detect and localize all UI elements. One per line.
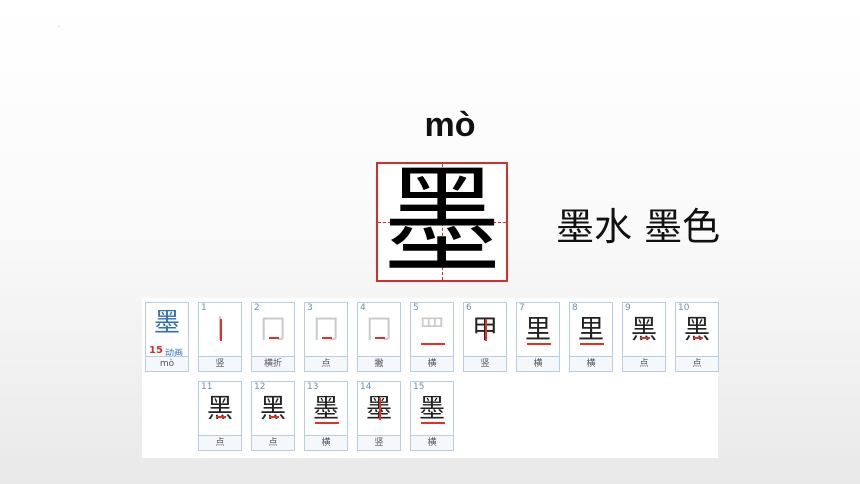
pinyin-label: mò: [424, 106, 476, 144]
stroke-name: 点: [623, 356, 665, 371]
current-stroke-mark: [640, 337, 650, 339]
stroke-progress-glyph: 里: [577, 315, 604, 345]
corner-mark: ·: [58, 24, 60, 31]
current-stroke-mark: [527, 343, 551, 345]
grid-guide-vertical: [442, 164, 443, 280]
current-stroke-mark: [421, 422, 445, 424]
stroke-progress-glyph: 里: [524, 315, 551, 345]
stroke-order-panel: 墨 15 动画 mò 1丨竖2冂横折3冂点4冂撇5罒横6甲竖7里横8里横9黑点1…: [142, 298, 719, 458]
stroke-cell[interactable]: 15 墨横: [410, 381, 454, 451]
animation-link[interactable]: 动画: [165, 349, 184, 359]
stroke-name: 横: [411, 356, 453, 371]
stroke-number: 7: [519, 303, 525, 313]
current-stroke-mark: [379, 398, 381, 420]
stroke-cell[interactable]: 12 黑点: [251, 381, 295, 451]
stroke-cell[interactable]: 1 丨竖: [198, 302, 242, 372]
stroke-number: 15: [413, 382, 425, 392]
current-stroke-mark: [485, 319, 487, 341]
stroke-progress-glyph: 罒: [418, 315, 445, 345]
stroke-cell[interactable]: 8 里横: [569, 302, 613, 372]
stroke-progress-glyph: 甲: [464, 315, 506, 345]
stroke-number: 1: [201, 303, 207, 313]
stroke-number: 8: [572, 303, 578, 313]
current-stroke-mark: [580, 343, 604, 345]
stroke-cell[interactable]: 11 黑点: [198, 381, 242, 451]
stroke-name: 点: [305, 356, 347, 371]
stroke-progress-glyph: 冂: [312, 315, 339, 345]
stroke-name: 横折: [252, 356, 294, 371]
stroke-cell[interactable]: 3 冂点: [304, 302, 348, 372]
stroke-cell[interactable]: 6 甲竖: [463, 302, 507, 372]
stroke-number: 13: [307, 382, 319, 392]
stroke-name: 横: [305, 435, 347, 450]
stroke-number: 5: [413, 303, 419, 313]
stroke-progress-glyph: 冂: [259, 315, 286, 345]
stroke-name: 点: [199, 435, 241, 450]
stroke-name: 点: [252, 435, 294, 450]
stroke-progress-glyph: 黑: [683, 315, 710, 345]
stroke-progress-glyph: 黑: [259, 394, 286, 424]
stroke-cell[interactable]: 10 黑点: [675, 302, 719, 372]
main-character: 墨: [382, 152, 501, 290]
stroke-number: 3: [307, 303, 313, 313]
stroke-name: 横: [517, 356, 559, 371]
stroke-progress-glyph: 墨: [312, 394, 339, 424]
current-stroke-mark: [693, 337, 703, 339]
stroke-cell[interactable]: 2 冂横折: [251, 302, 295, 372]
stroke-name: 横: [411, 435, 453, 450]
stroke-cell[interactable]: 14 墨竖: [357, 381, 401, 451]
current-stroke-mark: [269, 416, 279, 418]
current-stroke-mark: [216, 416, 226, 418]
stroke-name: 竖: [199, 356, 241, 371]
current-stroke-mark: [269, 337, 279, 339]
stroke-cell[interactable]: 5 罒横: [410, 302, 454, 372]
stroke-progress-glyph: 墨: [358, 394, 400, 424]
stroke-name: 撇: [358, 356, 400, 371]
stroke-progress-glyph: 丨: [199, 315, 241, 345]
current-stroke-mark: [220, 319, 222, 341]
stroke-progress-glyph: 墨: [418, 394, 445, 424]
stroke-number: 2: [254, 303, 260, 313]
stroke-cell[interactable]: 4 冂撇: [357, 302, 401, 372]
stroke-number: 10: [678, 303, 690, 313]
stroke-number: 12: [254, 382, 266, 392]
stroke-cell[interactable]: 13 墨横: [304, 381, 348, 451]
stroke-progress-glyph: 黑: [206, 394, 233, 424]
stroke-name: 横: [570, 356, 612, 371]
stroke-count: 15: [149, 345, 163, 356]
current-stroke-mark: [375, 337, 385, 339]
stroke-number: 11: [201, 382, 213, 392]
stroke-cell[interactable]: 7 里横: [516, 302, 560, 372]
stroke-name: 竖: [358, 435, 400, 450]
stroke-progress-glyph: 冂: [365, 315, 392, 345]
stroke-name: 竖: [464, 356, 506, 371]
current-stroke-mark: [322, 337, 332, 339]
stroke-number: 9: [625, 303, 631, 313]
stroke-summary-card[interactable]: 墨 15 动画 mò: [145, 302, 189, 372]
character-practice-grid: 墨: [376, 158, 508, 284]
current-stroke-mark: [421, 343, 445, 345]
stroke-number: 6: [466, 303, 472, 313]
summary-pinyin: mò: [146, 356, 188, 371]
stroke-number: 4: [360, 303, 366, 313]
current-stroke-mark: [315, 422, 339, 424]
stroke-name: 点: [676, 356, 718, 371]
example-words: 墨水 墨色: [556, 205, 721, 249]
stroke-number: 14: [360, 382, 372, 392]
summary-character: 墨: [153, 308, 180, 338]
stroke-progress-glyph: 黑: [630, 315, 657, 345]
stroke-cell[interactable]: 9 黑点: [622, 302, 666, 372]
